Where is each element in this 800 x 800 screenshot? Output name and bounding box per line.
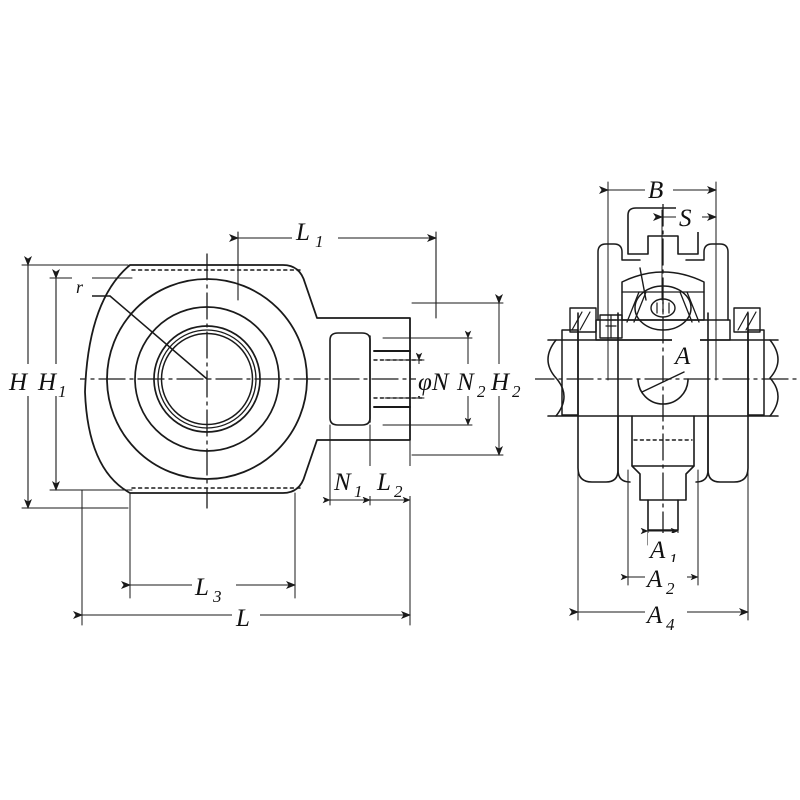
label-L1-sub: 1 <box>315 232 324 251</box>
side-grease-nipple <box>599 314 623 339</box>
label-A1: A 1 <box>648 533 690 569</box>
label-phiN: φN <box>416 364 456 396</box>
side-housing-plate <box>595 319 731 341</box>
label-L2-sub: 2 <box>394 482 403 501</box>
label-N1-base: N <box>333 469 352 496</box>
side-section-view-group <box>527 181 797 621</box>
side-seal-right-hatch1 <box>737 311 749 331</box>
bearing-setscrew-line <box>639 267 647 301</box>
label-A2-sub: 2 <box>666 579 675 598</box>
label-S: S <box>676 202 702 232</box>
label-B: B <box>645 174 673 204</box>
label-B-base: B <box>648 177 663 204</box>
label-H-base: H <box>8 369 29 396</box>
label-A1-base: A <box>648 537 666 564</box>
bearing-cage-left <box>626 291 647 323</box>
label-A-base: A <box>673 343 691 370</box>
side-seal-left-hatch1 <box>571 311 583 331</box>
label-A4: A 4 <box>645 598 687 634</box>
label-H1-sub: 1 <box>58 382 67 401</box>
label-N2-base: N <box>456 369 475 396</box>
label-L2: L 2 <box>375 466 413 501</box>
label-A1-sub: 1 <box>669 550 678 569</box>
side-seal-left <box>569 307 597 333</box>
label-A4-base: A <box>645 602 663 629</box>
side-seal-right-hatch2 <box>745 311 757 331</box>
label-N1-sub: 1 <box>354 482 363 501</box>
bearing-cage-right <box>679 291 700 323</box>
label-r-base: r <box>76 277 84 297</box>
label-L-base: L <box>235 605 250 632</box>
bearing-inner-race <box>621 271 705 321</box>
takeup-body <box>631 415 695 501</box>
label-phiN-base: φN <box>418 369 450 396</box>
label-L3-base: L <box>194 574 209 601</box>
radius-leader-line <box>109 295 208 380</box>
label-A2: A 2 <box>645 562 687 598</box>
label-S-base: S <box>679 205 692 232</box>
label-A2-base: A <box>645 566 663 593</box>
side-flange-left <box>561 329 579 416</box>
side-cup-left <box>597 243 641 321</box>
label-H1-base: H <box>37 369 58 396</box>
side-cup-right <box>685 243 729 321</box>
label-H1: H 1 <box>36 364 80 401</box>
label-r: r <box>72 275 92 297</box>
label-N2-sub: 2 <box>477 382 486 401</box>
side-seal-left-hatch2 <box>579 311 591 331</box>
side-housing-right-wall <box>707 312 749 483</box>
label-L1: L 1 <box>292 216 338 251</box>
label-L: L <box>232 600 260 632</box>
side-housing-left-wall <box>577 312 619 483</box>
front-view-group <box>21 231 504 626</box>
side-seal-right <box>733 307 761 333</box>
label-L1-base: L <box>295 219 310 246</box>
label-H2-sub: 2 <box>512 382 521 401</box>
label-A4-sub: 4 <box>666 615 675 634</box>
label-L3-sub: 3 <box>212 587 222 606</box>
label-H2: H 2 <box>489 364 535 401</box>
label-H2-base: H <box>490 369 511 396</box>
label-L3: L 3 <box>192 570 236 606</box>
side-flange-right <box>747 329 765 416</box>
label-A: A <box>672 338 700 370</box>
label-L2-base: L <box>376 469 391 496</box>
shaft-break-right <box>769 339 779 417</box>
label-H: H <box>6 364 34 396</box>
label-N1: N 1 <box>332 466 372 501</box>
